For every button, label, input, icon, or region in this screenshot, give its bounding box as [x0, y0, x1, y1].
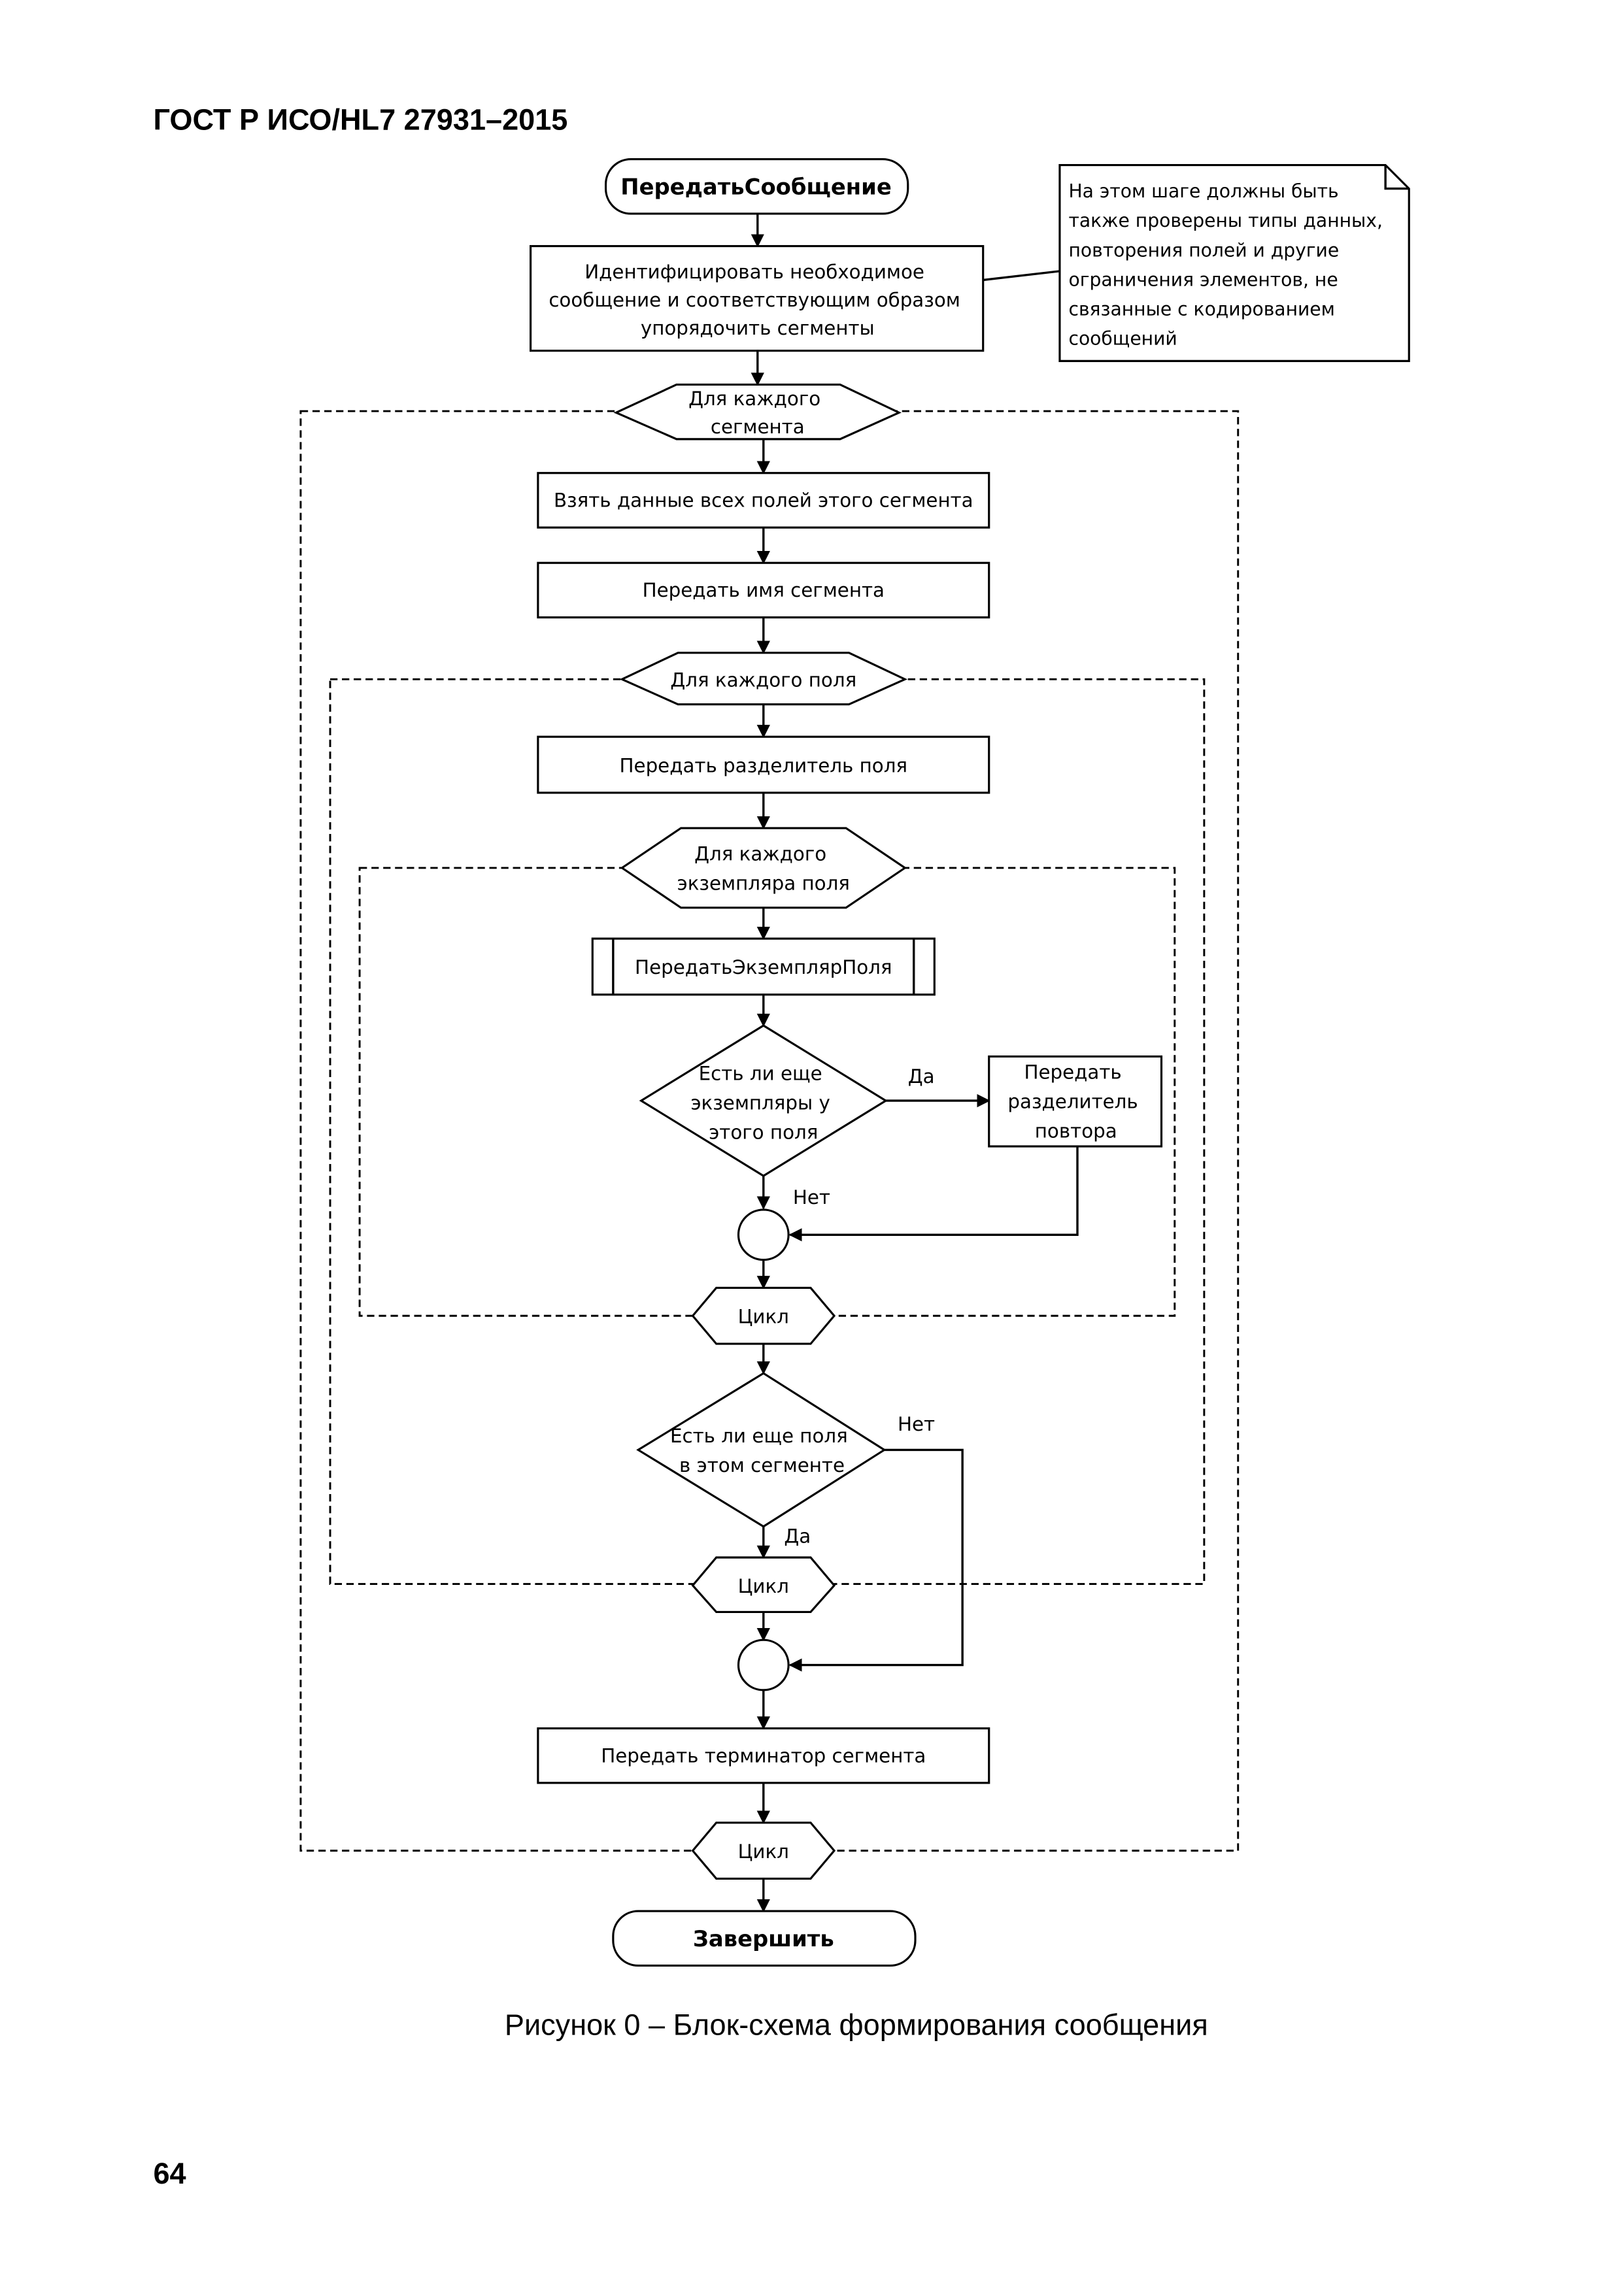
- loop-segment-end: [691, 1822, 836, 1880]
- cycle-3-label: Цикл: [738, 1840, 789, 1863]
- send-terminator-label: Передать терминатор сегмента: [601, 1744, 926, 1767]
- note-text: На этом шаге должны быть также проверены…: [1068, 180, 1388, 349]
- start-terminator: [604, 158, 909, 215]
- decision-more-instances: [639, 1024, 888, 1177]
- cycle-2-label: Цикл: [738, 1575, 789, 1597]
- loop-field-start: [619, 652, 907, 706]
- loop-instance-end: [691, 1286, 836, 1345]
- loop-segment-start: [613, 383, 902, 441]
- end-terminator: [612, 1910, 917, 1967]
- send-instance-subprocess: [591, 937, 936, 996]
- send-field-separator-process: [537, 735, 990, 794]
- yes-label-2: Да: [784, 1525, 811, 1547]
- identify-process: [530, 244, 985, 352]
- note-connector: [983, 270, 1060, 282]
- no-label-1: Нет: [793, 1186, 830, 1208]
- figure-caption: Рисунок 0 – Блок-схема формирования сооб…: [505, 2008, 1208, 2041]
- cycle-1-label: Цикл: [738, 1306, 789, 1328]
- send-segment-name-process: [537, 561, 990, 619]
- page-number: 64: [153, 2157, 186, 2190]
- get-fields-process: [537, 472, 990, 529]
- junction-1: [737, 1208, 790, 1261]
- loop-instance-label: Для каждого экземпляра поля: [677, 843, 850, 895]
- note-fold: [1384, 165, 1410, 190]
- yes-label-1: Да: [908, 1065, 935, 1088]
- document-header: ГОСТ Р ИСО/HL7 27931–2015: [153, 103, 567, 136]
- connector: [788, 1146, 1079, 1242]
- send-segment-name-label: Передать имя сегмента: [643, 579, 885, 601]
- loop-segment-label: Для каждого сегмента: [688, 388, 826, 438]
- start-label: ПередатьСообщение: [620, 175, 891, 200]
- send-repeat-separator-label: Передать разделитель повтора: [1007, 1061, 1144, 1142]
- loop-instance-start: [620, 827, 907, 909]
- connector-no: [788, 1448, 964, 1672]
- loop-field-end: [691, 1556, 836, 1613]
- junction-2: [737, 1639, 790, 1691]
- send-repeat-separator-process: [988, 1055, 1163, 1148]
- note-box: [1058, 163, 1410, 362]
- send-instance-label: ПередатьЭкземплярПоля: [635, 956, 892, 978]
- decision-more-fields: [636, 1372, 887, 1528]
- identify-label: Идентифицировать необходимое сообщение и…: [549, 261, 966, 339]
- connectors: [751, 213, 1079, 1913]
- no-label-2: Нет: [898, 1413, 935, 1435]
- decision-more-fields-label: Есть ли еще поля в этом сегменте: [670, 1425, 854, 1476]
- send-terminator-process: [537, 1727, 990, 1784]
- get-fields-label: Взять данные всех полей этого сегмента: [554, 490, 973, 512]
- send-field-separator-label: Передать разделитель поля: [620, 754, 908, 776]
- loop-field-label: Для каждого поля: [670, 669, 856, 691]
- end-label: Завершить: [693, 1926, 834, 1952]
- decision-more-instances-label: Есть ли еще экземпляры у этого поля: [690, 1063, 836, 1144]
